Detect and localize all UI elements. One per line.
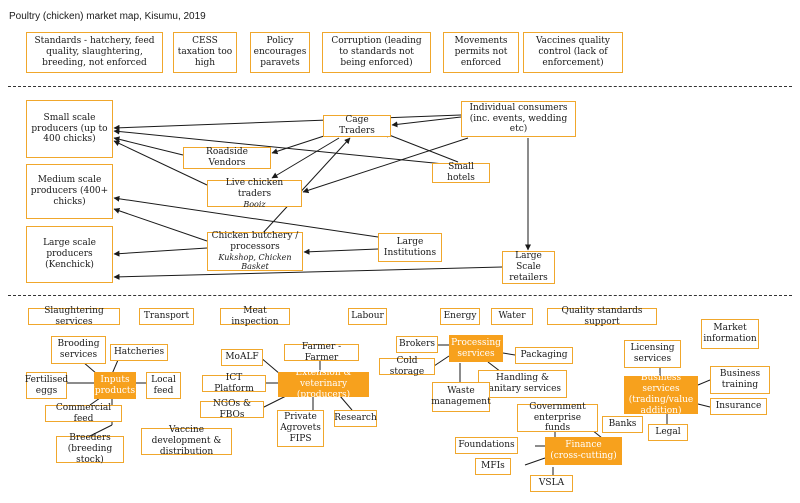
research: Research (334, 410, 377, 427)
business-training: Business training (710, 366, 770, 394)
constraint-cess: CESS taxation too high (173, 32, 237, 73)
local-feed: Local feed (146, 372, 181, 399)
small-scale-producers: Small scale producers (up to 400 chicks) (26, 100, 113, 158)
meat-inspection: Meat inspection (220, 306, 290, 327)
quality-standards-support: Quality standards support (547, 306, 657, 327)
constraint-vaccines: Vaccines quality control (lack of enforc… (523, 32, 623, 73)
arrow-institutions-to-medium (113, 195, 379, 238)
constraint-corruption: Corruption (leading to standards not bei… (322, 32, 431, 73)
commercial-feed: Commercial feed (45, 403, 122, 424)
ict-platform: ICT Platform (202, 373, 266, 394)
vaccine-development: Vaccine development & distribution (141, 425, 232, 457)
arrow-hotels-to-cage (383, 132, 459, 163)
live-traders-sub: Booiz (243, 199, 266, 209)
large-scale-producers: Large scale producers (Kenchick) (26, 226, 113, 283)
large-institutions: Large Institutions (378, 233, 442, 262)
private-agrovets: Private Agrovets FIPS (277, 410, 324, 447)
medium-scale-producers: Medium scale producers (400+ chicks) (26, 164, 113, 219)
arrow-cage-to-live (271, 137, 340, 179)
brokers: Brokers (396, 336, 438, 353)
slaughtering-services: Slaughtering services (28, 306, 120, 327)
legal: Legal (648, 424, 688, 441)
arrow-roadside-to-small (113, 136, 184, 156)
water: Water (491, 308, 533, 325)
insurance: Insurance (710, 398, 767, 415)
brooding-services: Brooding services (51, 336, 106, 364)
breeders: Breeders (breeding stock) (56, 433, 124, 465)
banks: Banks (602, 416, 643, 433)
divider-top (8, 86, 792, 87)
arrow-cage-to-roadside (271, 135, 325, 155)
live-chicken-traders: Live chicken traders Booiz (207, 177, 302, 209)
arrow-live-to-small (113, 140, 208, 186)
constraint-policy: Policy encourages paravets (250, 32, 310, 73)
large-scale-retailers: Large Scale retailers (502, 251, 555, 284)
ngos-fbos: NGOs & FBOs (200, 399, 264, 420)
small-hotels: Small hotels (432, 162, 490, 183)
arrow-institutions-to-butchery (303, 248, 379, 255)
arrow-consumers-to-cage (391, 116, 462, 128)
arrow-retailers-to-large (113, 266, 503, 280)
constraint-standards: Standards - hatchery, feed quality, slau… (26, 32, 163, 73)
roadside-vendors: Roadside Vendors (183, 147, 271, 169)
processing-services: Processing services (449, 335, 503, 362)
waste-management: Waste management (431, 382, 491, 412)
arrow-butchery-to-large (113, 247, 208, 257)
cage-traders: Cage Traders (323, 115, 391, 137)
market-information: Market information (701, 319, 759, 349)
extension-veterinary: Extension & veterinary (producers) (278, 368, 369, 400)
energy: Energy (440, 308, 480, 325)
butchery-sub: Kukshop, Chicken Basket (218, 252, 292, 272)
packaging: Packaging (515, 347, 573, 364)
arrow-consumers-to-live (302, 137, 469, 194)
business-services: Business services (trading/value additio… (624, 373, 698, 416)
government-enterprise-funds: Government enterprise funds (517, 402, 598, 433)
farmer-farmer: Farmer - Farmer (284, 342, 359, 363)
moalf: MoALF (221, 349, 263, 366)
constraint-movements: Movements permits not enforced (443, 32, 519, 73)
mfis: MFIs (475, 458, 511, 475)
arrow-consumers-to-small (113, 114, 462, 131)
individual-consumers: Individual consumers (inc. events, weddi… (461, 101, 576, 137)
vsla: VSLA (530, 475, 573, 492)
transport: Transport (139, 308, 194, 325)
live-traders-label: Live chicken traders (225, 177, 284, 199)
hatcheries: Hatcheries (110, 344, 168, 361)
cold-storage: Cold storage (379, 356, 435, 377)
foundations: Foundations (455, 437, 518, 454)
arrow-butchery-to-cage (261, 137, 351, 235)
arrow-hotels-to-small (113, 128, 445, 165)
chicken-butchery: Chicken butchery / processors Kukshop, C… (207, 231, 303, 272)
arrow-butchery-to-medium (113, 207, 208, 242)
finance-cross-cutting: Finance (cross-cutting) (545, 437, 622, 465)
labour: Labour (348, 308, 387, 325)
handling-sanitary: Handling & sanitary services (478, 370, 567, 398)
divider-bottom (8, 295, 792, 296)
licensing-services: Licensing services (624, 340, 681, 368)
fertilised-eggs: Fertilised eggs (25, 372, 68, 399)
diagram-title: Poultry (chicken) market map, Kisumu, 20… (9, 11, 206, 22)
butchery-label: Chicken butchery / processors (211, 231, 299, 252)
inputs-products: Inputs (products) (91, 372, 139, 399)
